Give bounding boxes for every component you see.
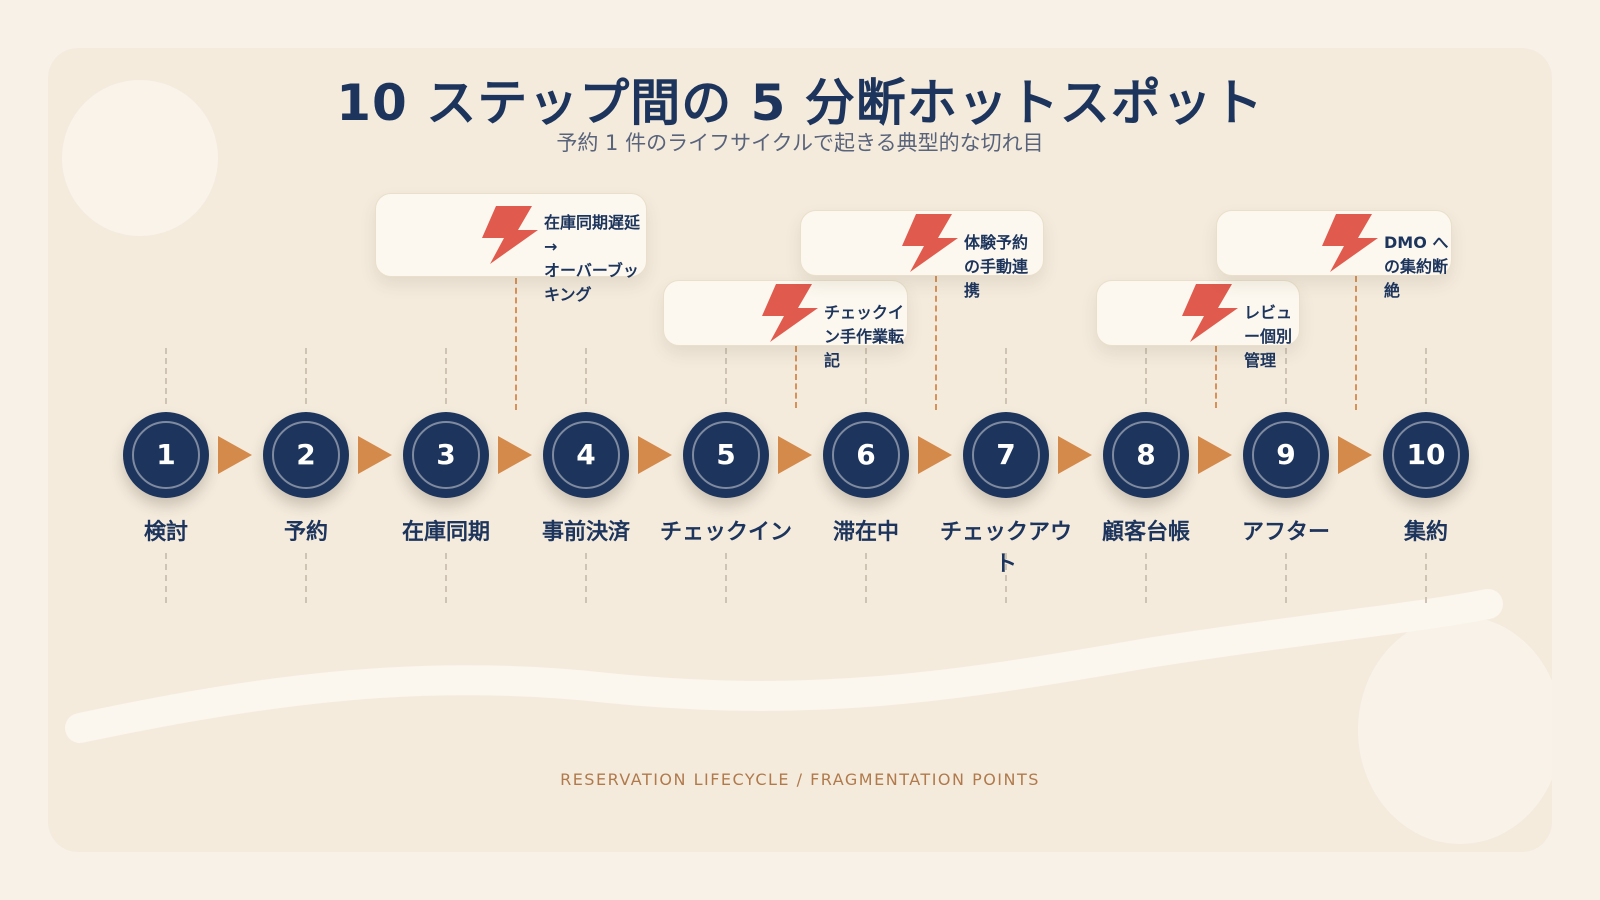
step-circle: 6 bbox=[823, 412, 909, 498]
guide-line bbox=[1145, 348, 1147, 404]
lightning-bolt-icon bbox=[1322, 214, 1378, 272]
guide-line bbox=[305, 348, 307, 404]
hotspot-connector bbox=[795, 346, 797, 408]
flow-arrow bbox=[638, 436, 672, 474]
step-label: チェックアウト bbox=[939, 520, 1072, 577]
step-number: 9 bbox=[1276, 438, 1296, 471]
step-label: 検討 bbox=[143, 520, 188, 545]
step-number: 6 bbox=[856, 438, 876, 471]
guide-line bbox=[1005, 553, 1007, 603]
hotspot-callout: 在庫同期遅延 → オーバーブッキング bbox=[375, 193, 647, 304]
guide-line bbox=[1425, 348, 1427, 404]
flow-arrow bbox=[218, 436, 252, 474]
guide-line bbox=[725, 553, 727, 603]
lightning-bolt-icon bbox=[762, 284, 818, 342]
step-number: 8 bbox=[1136, 438, 1156, 471]
step-circle: 8 bbox=[1103, 412, 1189, 498]
lightning-bolt-icon bbox=[1182, 284, 1238, 342]
step-label: 在庫同期 bbox=[401, 520, 490, 545]
step-ring bbox=[552, 421, 620, 489]
step-ring bbox=[1112, 421, 1180, 489]
step-circle: 3 bbox=[403, 412, 489, 498]
guide-line bbox=[445, 553, 447, 603]
step-label: 事前決済 bbox=[541, 520, 630, 545]
step-circle: 9 bbox=[1243, 412, 1329, 498]
step-ring bbox=[412, 421, 480, 489]
hotspot-callout: レビュー個別管理 bbox=[1096, 280, 1300, 370]
hotspot-text: DMO への集約断絶 bbox=[1384, 233, 1449, 300]
guide-line bbox=[1285, 553, 1287, 603]
step-label: アフター bbox=[1241, 520, 1330, 545]
guide-line bbox=[865, 553, 867, 603]
flow-arrow bbox=[358, 436, 392, 474]
guide-line bbox=[165, 553, 167, 603]
step-circle: 5 bbox=[683, 412, 769, 498]
step-ring bbox=[1252, 421, 1320, 489]
step-ring bbox=[832, 421, 900, 489]
step-number: 5 bbox=[716, 438, 736, 471]
step-circle: 7 bbox=[963, 412, 1049, 498]
step-number: 4 bbox=[576, 438, 596, 471]
guide-line bbox=[1145, 553, 1147, 603]
step-label: チェックイン bbox=[659, 520, 792, 545]
step-circle: 4 bbox=[543, 412, 629, 498]
hotspot-callout: チェックイン手作業転記 bbox=[663, 280, 908, 370]
step-number: 3 bbox=[436, 438, 456, 471]
decor-circle-top-left bbox=[62, 80, 218, 236]
step-number: 1 bbox=[156, 438, 176, 471]
hotspot-callout: DMO への集約断絶 bbox=[1216, 210, 1452, 300]
hotspot-text: 体験予約の手動連携 bbox=[964, 233, 1029, 300]
guide-line bbox=[725, 348, 727, 404]
hotspot-connector bbox=[1215, 346, 1217, 408]
guide-line bbox=[585, 348, 587, 404]
step-label: 滞在中 bbox=[832, 520, 899, 545]
flow-arrow bbox=[1058, 436, 1092, 474]
hotspot-callout: 体験予約の手動連携 bbox=[800, 210, 1044, 300]
lightning-bolt-icon bbox=[482, 206, 538, 264]
diagram-card: 10 ステップ間の 5 分断ホットスポット 予約 1 件のライフサイクルで起きる… bbox=[48, 48, 1552, 852]
step-circle: 10 bbox=[1383, 412, 1469, 498]
step-number: 7 bbox=[996, 438, 1016, 471]
footer-caption: RESERVATION LIFECYCLE / FRAGMENTATION PO… bbox=[560, 770, 1040, 789]
step-label: 顧客台帳 bbox=[1101, 520, 1190, 545]
flow-arrow bbox=[498, 436, 532, 474]
hotspot-connector bbox=[935, 276, 937, 410]
step-circle: 2 bbox=[263, 412, 349, 498]
step-circle: 1 bbox=[123, 412, 209, 498]
decor-circle-bottom-right bbox=[1358, 616, 1552, 844]
guide-line bbox=[865, 348, 867, 404]
step-ring bbox=[972, 421, 1040, 489]
page-title: 10 ステップ間の 5 分断ホットスポット bbox=[336, 74, 1264, 132]
guide-line bbox=[165, 348, 167, 404]
flow-arrow bbox=[1338, 436, 1372, 474]
step-ring bbox=[132, 421, 200, 489]
hotspot-text: 在庫同期遅延 → オーバーブッキング bbox=[544, 213, 641, 304]
page-subtitle: 予約 1 件のライフサイクルで起きる典型的な切れ目 bbox=[556, 131, 1044, 155]
guide-line bbox=[305, 553, 307, 603]
guide-line bbox=[1005, 348, 1007, 404]
flow-arrow bbox=[918, 436, 952, 474]
step-number: 10 bbox=[1406, 438, 1446, 471]
step-label: 予約 bbox=[283, 520, 328, 545]
decor-wave bbox=[65, 589, 1503, 743]
step-ring bbox=[692, 421, 760, 489]
lightning-bolt-icon bbox=[902, 214, 958, 272]
step-ring bbox=[272, 421, 340, 489]
guide-line bbox=[585, 553, 587, 603]
hotspot-text: レビュー個別管理 bbox=[1244, 303, 1293, 370]
guide-line bbox=[445, 348, 447, 404]
hotspot-connector bbox=[515, 278, 517, 410]
step-label: 集約 bbox=[1403, 520, 1448, 545]
step-number: 2 bbox=[296, 438, 316, 471]
hotspot-connector bbox=[1355, 276, 1357, 410]
hotspot-text: チェックイン手作業転記 bbox=[824, 303, 905, 370]
step-ring bbox=[1392, 421, 1460, 489]
flow-arrow bbox=[1198, 436, 1232, 474]
guide-line bbox=[1285, 348, 1287, 404]
flow-arrow bbox=[778, 436, 812, 474]
guide-line bbox=[1425, 553, 1427, 603]
